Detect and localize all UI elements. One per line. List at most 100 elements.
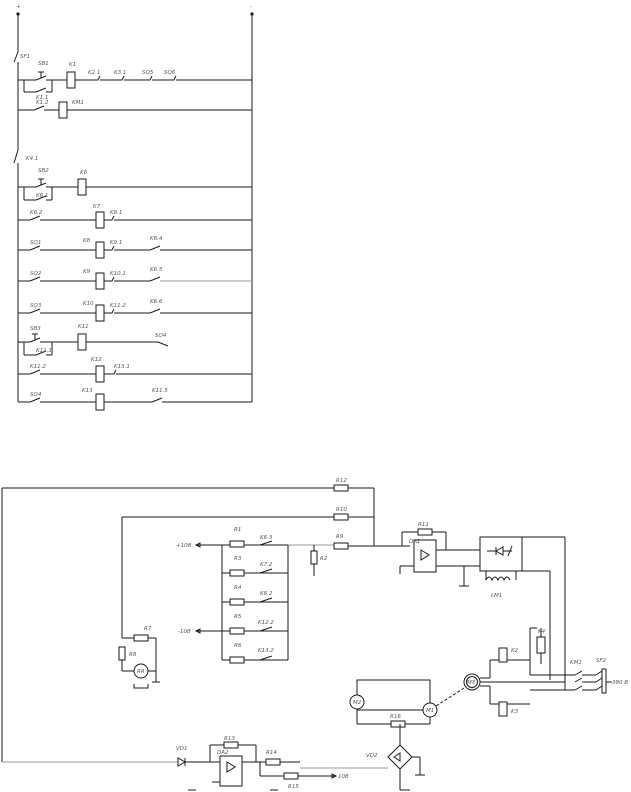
- km1-coil: [58, 101, 68, 119]
- r7-resistor: [133, 634, 149, 642]
- r1-label: R1: [234, 527, 241, 533]
- r4-resistor: [229, 598, 245, 606]
- r2-label: R2: [320, 556, 328, 562]
- r12-label: R12: [336, 478, 347, 484]
- rung-10: SQ4 K13 K11.5: [18, 388, 252, 411]
- mech-coupling: [435, 687, 465, 707]
- k12-coil: [95, 365, 105, 383]
- r8-resistor: [118, 646, 126, 661]
- da2-opamp: [219, 755, 243, 787]
- km1b-label: KM1: [570, 660, 582, 666]
- k13-coil: [95, 393, 105, 411]
- r5-label: R5: [234, 614, 242, 620]
- r16-resistor: [390, 720, 406, 728]
- relay-ladder: + - SF1 SB1: [13, 4, 254, 411]
- r3-label: R3: [234, 556, 242, 562]
- k4-relay: [536, 636, 546, 654]
- vd1-diode: [177, 757, 187, 767]
- km1-label: KM1: [72, 100, 84, 106]
- k6-5-label: K6.5: [150, 267, 163, 273]
- r2-resistor: [310, 550, 318, 565]
- minus-terminal: [250, 12, 254, 16]
- k9-label: K9: [83, 269, 91, 275]
- k6-3-label: K6.3: [260, 535, 273, 541]
- sq2-label: SQ2: [30, 271, 42, 277]
- k10-1-label: K10.1: [110, 271, 126, 277]
- k6-4-label: K6.4: [150, 236, 163, 242]
- rr-label: RR: [137, 669, 145, 675]
- r6-label: R6: [234, 643, 242, 649]
- minus-label: -: [250, 4, 252, 10]
- r16-label: R16: [390, 714, 401, 720]
- sf2-label: SF2: [596, 658, 607, 664]
- m1-label: M1: [426, 708, 434, 714]
- rung-3: SB2 K6 K6.1: [18, 168, 252, 201]
- sf1-label: SF1: [20, 54, 30, 60]
- k1-2-label: K1.2: [36, 100, 49, 106]
- rung-5: SQ1 K8 K9.1 K6.4: [18, 236, 252, 259]
- k2-contactor: [498, 647, 508, 663]
- rung-2: K1.2 KM1: [18, 100, 252, 119]
- sf2-breaker: [601, 668, 607, 694]
- k2-label: K2: [511, 648, 519, 654]
- k1-1-label: K1.1: [36, 95, 48, 101]
- k6-label: K6: [80, 170, 88, 176]
- k1-coil: [66, 71, 76, 89]
- k6-2-label: K6.2: [30, 210, 43, 216]
- r7-label: R7: [144, 626, 152, 632]
- k7-coil: [95, 211, 105, 229]
- lm1-label: LM1: [491, 593, 502, 599]
- k8-1-label: K8.1: [110, 210, 122, 216]
- r9-resistor: [333, 542, 349, 550]
- sq5-label: SQ5: [142, 70, 154, 76]
- rung-9: K11.2 K12 K13.1: [18, 357, 252, 383]
- rung-1: SB1 K1 K2.1 K3.1 SQ5 SQ6 K1.1: [18, 61, 252, 101]
- plus-label: +: [16, 4, 21, 10]
- r14-resistor: [265, 758, 281, 766]
- r3-resistor: [229, 569, 245, 577]
- rung-7: SQ3 K10 K11.2 K6.6: [18, 299, 252, 322]
- rung-6: SQ2 K9 K10.1 K6.5: [18, 267, 252, 290]
- r10-resistor: [333, 513, 349, 521]
- r11-resistor: [417, 528, 433, 536]
- k6-6-label: K6.6: [150, 299, 163, 305]
- k2-1-label: K2.1: [88, 70, 100, 76]
- k11-2-label: K11.2: [110, 303, 126, 309]
- k12-2-label: K12.2: [258, 620, 274, 626]
- sb1-label: SB1: [38, 61, 49, 67]
- k11-1-label: K11.1: [36, 348, 52, 354]
- k13-2-label: K13.2: [258, 648, 274, 654]
- k9-1-label: K9.1: [110, 240, 122, 246]
- r1-resistor: [229, 540, 245, 548]
- r10-label: R10: [336, 507, 347, 513]
- v380-label: 380 В: [612, 680, 628, 686]
- m10v-label: -10В: [178, 629, 191, 635]
- r11-label: R11: [418, 522, 429, 528]
- k11-2b-label: K11.2: [30, 364, 46, 370]
- r5-resistor: [229, 627, 245, 635]
- rung-8: SB3 K11 SQ4 K11.1: [18, 324, 169, 356]
- k8-coil: [95, 241, 105, 259]
- m2-label: M2: [353, 700, 362, 706]
- tacho-generator: R7 R8 RR: [118, 626, 160, 689]
- k3-label: K3: [511, 709, 519, 715]
- k13-label: K13: [82, 388, 93, 394]
- vd1-label: VD1: [176, 746, 188, 752]
- da1-label: DA1: [409, 539, 421, 545]
- k8-label: K8: [83, 238, 91, 244]
- r8-label: R8: [129, 652, 137, 658]
- r13-resistor: [223, 741, 239, 749]
- k10-label: K10: [83, 301, 94, 307]
- sq6-label: SQ6: [164, 70, 176, 76]
- control-circuit: R12 R10 +10В R9 R2 DA1 R11: [1, 478, 628, 791]
- k12-label: K12: [91, 357, 102, 363]
- k6-coil: [77, 178, 87, 196]
- contact-network: -10В R1 K6.3 R3 K7.2 R4 K8.2 R5 K12.2 R6: [178, 527, 289, 664]
- k1-label: K1: [69, 62, 76, 68]
- k10-coil: [95, 304, 105, 322]
- k7-label: K7: [93, 204, 101, 210]
- r12-resistor: [333, 484, 349, 492]
- p10v-label: +10В: [176, 543, 192, 549]
- r9-label: R9: [336, 534, 344, 540]
